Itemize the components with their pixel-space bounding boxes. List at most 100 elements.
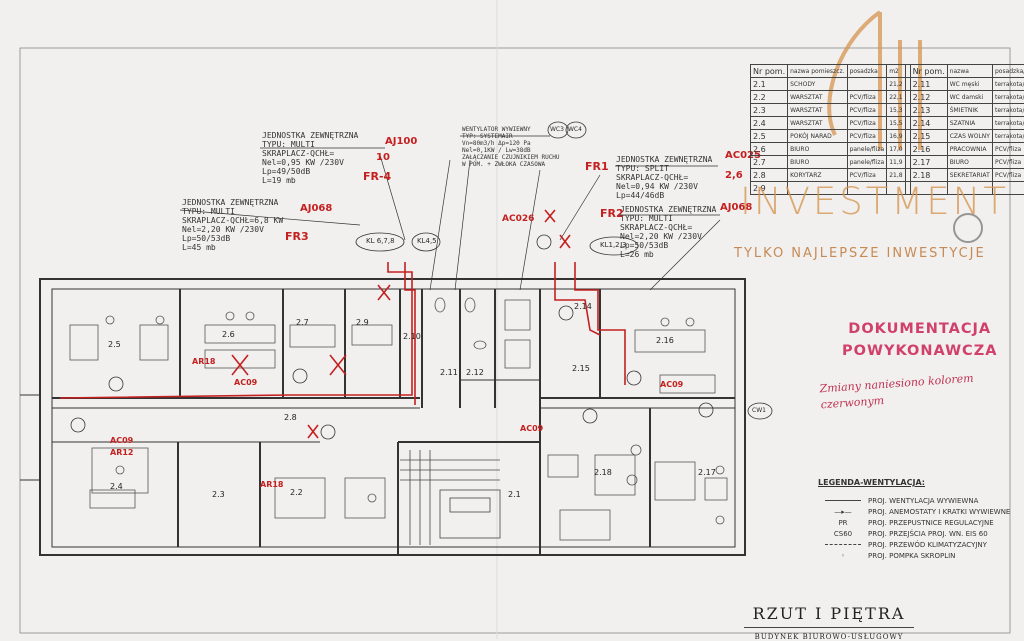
room-2-17: 2.17 bbox=[698, 468, 716, 477]
outdoor-unit-2: JEDNOSTKA ZEWNĘTRZNA TYPU: MULTI SKRAPLA… bbox=[182, 198, 283, 252]
unit4-noise: Lp=50/53dB bbox=[620, 241, 716, 250]
unit2-header: JEDNOSTKA ZEWNĘTRZNA bbox=[182, 198, 283, 207]
table-cell: 2.6 bbox=[751, 143, 788, 156]
red-mark-ar12: AR12 bbox=[110, 448, 133, 457]
table-cell: panele/fliza bbox=[847, 156, 887, 169]
unit1-noise: Lp=49/50dB bbox=[262, 167, 358, 176]
red-code-unit2: FR3 bbox=[285, 230, 309, 243]
table-cell: WARSZTAT bbox=[788, 104, 847, 117]
legend-symbol: ◦ bbox=[818, 552, 868, 560]
legend-row: PROJ. WENTYLACJA WYWIEWNA bbox=[818, 495, 1018, 506]
table-cell: 2.7 bbox=[751, 156, 788, 169]
legend-symbol: PR bbox=[818, 519, 868, 527]
room-2-5: 2.5 bbox=[108, 340, 121, 349]
table-cell: terrakota/fliza bbox=[992, 117, 1024, 130]
tag-kl45: KL4,5 bbox=[417, 237, 437, 245]
table-cell: 15,5 bbox=[887, 117, 905, 130]
table-cell: 2.11 bbox=[910, 78, 947, 91]
drawing-title-block: RZUT I PIĘTRA BUDYNEK BIUROWO-USŁUGOWY bbox=[744, 604, 914, 641]
legend-label: PROJ. WENTYLACJA WYWIEWNA bbox=[868, 497, 978, 505]
table-cell: 15,3 bbox=[887, 104, 905, 117]
tag-wc4: WC4 bbox=[568, 126, 582, 133]
legend-label: PROJ. POMPKA SKROPLIN bbox=[868, 552, 955, 560]
unit3-type: TYPU: SPLIT bbox=[616, 164, 712, 173]
unit3-power: Nel=0,94 KW /230V bbox=[616, 182, 712, 191]
table-cell: posadzka bbox=[847, 65, 887, 78]
legend-label: PROJ. PRZEWÓD KLIMATYZACYJNY bbox=[868, 541, 987, 549]
unit1-condenser: SKRAPLACZ-QCHŁ= bbox=[262, 149, 358, 158]
table-cell: PCV/fliza bbox=[847, 104, 887, 117]
room-2-14: 2.14 bbox=[574, 302, 592, 311]
table-cell: ŚMIETNIK bbox=[947, 104, 992, 117]
unit3-header: JEDNOSTKA ZEWNĘTRZNA bbox=[616, 155, 712, 164]
watermark-brand: INVESTMENT bbox=[740, 180, 1009, 223]
drawing-title: RZUT I PIĘTRA bbox=[744, 604, 914, 623]
ventilation-legend: LEGENDA-WENTYLACJA: PROJ. WENTYLACJA WYW… bbox=[818, 478, 1018, 561]
room-2-3: 2.3 bbox=[212, 490, 225, 499]
table-cell: 11,9 bbox=[887, 156, 905, 169]
table-cell: panele/fliza bbox=[847, 143, 887, 156]
red-mark-ac09-c: AC09 bbox=[520, 424, 543, 433]
table-cell: BIURO bbox=[788, 156, 847, 169]
table-cell: CZAS WOLNY bbox=[947, 130, 992, 143]
table-cell: 17,0 bbox=[887, 143, 905, 156]
legend-row: ◦PROJ. POMPKA SKROPLIN bbox=[818, 550, 1018, 561]
table-cell: 22,1 bbox=[887, 91, 905, 104]
table-cell: BIURO bbox=[788, 143, 847, 156]
legend-row: —▸—PROJ. ANEMOSTATY I KRATKI WYWIEWNE bbox=[818, 506, 1018, 517]
unit1-power: Nel=0,95 KW /230V bbox=[262, 158, 358, 167]
table-cell: nazwa bbox=[947, 65, 992, 78]
unit2-type: TYPU: MULTI bbox=[182, 207, 283, 216]
unit1-length: L=19 mb bbox=[262, 176, 358, 185]
outdoor-unit-1: JEDNOSTKA ZEWNĘTRZNA TYPU: MULTI SKRAPLA… bbox=[262, 131, 358, 185]
table-cell: 2.13 bbox=[910, 104, 947, 117]
red-code-unit1: FR-4 bbox=[363, 170, 391, 183]
ventilator-line4: W POM. + ZWŁOKA CZASOWA bbox=[462, 161, 560, 168]
unit1-header: JEDNOSTKA ZEWNĘTRZNA bbox=[262, 131, 358, 140]
unit1-type: TYPU: MULTI bbox=[262, 140, 358, 149]
unit4-length: L=26 mb bbox=[620, 250, 716, 259]
table-cell: POKÓJ NARAD bbox=[788, 130, 847, 143]
table-cell: WARSZTAT bbox=[788, 91, 847, 104]
legend-title: LEGENDA-WENTYLACJA: bbox=[818, 478, 1018, 487]
unit4-header: JEDNOSTKA ZEWNĘTRZNA bbox=[620, 205, 716, 214]
room-2-10: 2.10 bbox=[403, 332, 421, 341]
table-cell: SCHODY bbox=[788, 78, 847, 91]
room-2-6: 2.6 bbox=[222, 330, 235, 339]
room-2-7: 2.7 bbox=[296, 318, 309, 327]
table-cell: 2.1 bbox=[751, 78, 788, 91]
table-cell: 2.15 bbox=[910, 130, 947, 143]
room-2-9: 2.9 bbox=[356, 318, 369, 327]
red-mark-ar18-b: AR18 bbox=[260, 480, 283, 489]
unit2-length: L=45 mb bbox=[182, 243, 283, 252]
table-cell: SZATNIA bbox=[947, 117, 992, 130]
legend-symbol: —▸— bbox=[818, 508, 868, 516]
table-cell: 21,2 bbox=[887, 78, 905, 91]
table-cell: posadzka/ściany bbox=[992, 65, 1024, 78]
unit2-power: Nel=2,20 KW /230V bbox=[182, 225, 283, 234]
table-cell bbox=[847, 78, 887, 91]
room-2-15: 2.15 bbox=[572, 364, 590, 373]
unit3-noise: Lp=44/46dB bbox=[616, 191, 712, 200]
red-model-unit2: AJ068 bbox=[300, 203, 332, 214]
table-cell: 2.16 bbox=[910, 143, 947, 156]
red-code-ventilator: AC026 bbox=[502, 214, 534, 224]
room-2-1: 2.1 bbox=[508, 490, 521, 499]
legend-label: PROJ. PRZEPUSTNICE REGULACYJNE bbox=[868, 519, 994, 527]
stamp-line2: POWYKONAWCZA bbox=[842, 340, 997, 362]
table-cell: terrakota/fliza bbox=[992, 78, 1024, 91]
table-cell: 2.4 bbox=[751, 117, 788, 130]
red-value-unit1: 10 bbox=[376, 152, 390, 163]
table-cell: PCV/fliza bbox=[847, 130, 887, 143]
table-cell: m2 bbox=[887, 65, 905, 78]
unit4-condenser: SKRAPLACZ-QCHŁ= bbox=[620, 223, 716, 232]
room-2-12: 2.12 bbox=[466, 368, 484, 377]
table-cell: BIURO bbox=[947, 156, 992, 169]
